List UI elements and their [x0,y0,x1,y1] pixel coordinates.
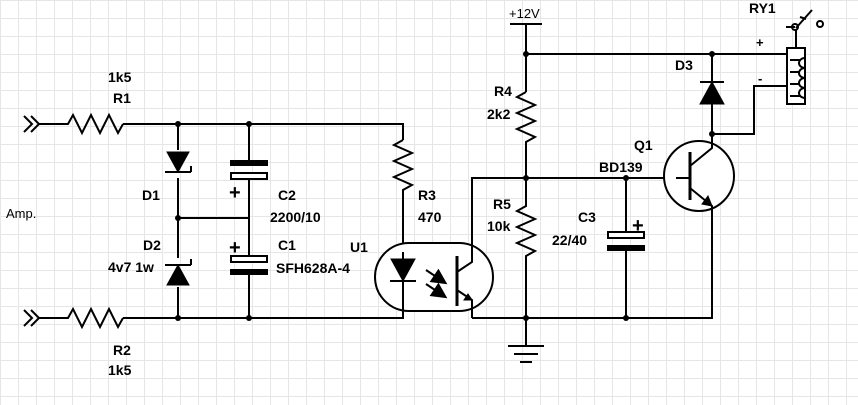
c3-value-label: 22/40 [552,232,587,248]
u1-name-label: U1 [350,239,368,255]
d2-name-label: D2 [143,237,161,253]
resistor-r1 [39,112,124,136]
r4-value-label: 2k2 [487,106,511,122]
c1-name-label: C1 [278,237,296,253]
wire-relay-coil [712,53,790,135]
d2-value-label: 4v7 1w [108,259,154,275]
c2-name-label: C2 [278,187,296,203]
r2-name-label: R2 [113,342,131,358]
c1-plus-sign: + [229,237,241,259]
d1-name-label: D1 [142,187,160,203]
capacitor-c2 [230,160,268,180]
optocoupler-u1 [374,241,494,318]
r4-name-label: R4 [494,83,512,99]
capacitor-c1 [230,255,268,275]
input-label: Amp. [6,206,36,221]
resistor-r2 [39,306,124,330]
r5-value-label: 10k [487,218,511,234]
junction-dots [175,51,715,321]
supply-label: +12V [509,6,540,21]
q1-name-label: Q1 [634,137,653,153]
wire-top-rail-left [123,123,404,140]
wire-u1-collector [471,177,526,241]
ry1-name-label: RY1 [749,0,776,16]
capacitor-c3 [607,178,645,318]
q1-value-label: BD139 [599,159,643,175]
r1-name-label: R1 [113,90,131,106]
ry1-minus-label: - [758,71,762,86]
c3-plus-sign: + [632,215,644,237]
c3-name-label: C3 [578,209,596,225]
resistor-r5 [514,178,538,318]
c2-plus-sign: + [229,182,241,204]
zener-diode-d2 [165,259,192,286]
c2-value-label: 2200/10 [270,209,321,225]
r3-name-label: R3 [418,187,436,203]
ry1-plus-label: + [756,35,764,50]
diode-d3 [699,58,725,134]
ground-symbol [508,318,544,363]
zener-diode-d1 [165,151,192,174]
r2-value-label: 1k5 [108,362,132,378]
c1-value-label: SFH628A-4 [276,260,350,276]
relay-ry1 [786,9,824,105]
r1-value-label: 1k5 [108,69,132,85]
transistor-q1 [663,134,735,212]
r3-value-label: 470 [418,209,442,225]
resistor-r4 [514,91,538,178]
d3-name-label: D3 [675,57,693,73]
r5-name-label: R5 [493,196,511,212]
resistor-r3 [391,139,415,252]
wire-bottom-rail-right [472,212,713,319]
